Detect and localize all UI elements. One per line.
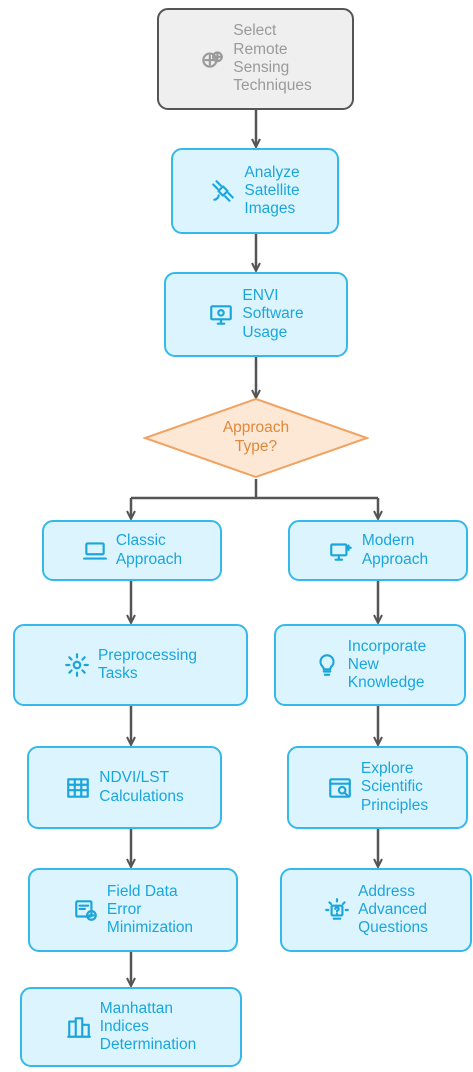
question-bulb-icon (324, 897, 350, 923)
node-label: ENVI Software Usage (242, 287, 304, 341)
gear-icon (64, 652, 90, 678)
table-icon (65, 775, 91, 801)
node-label: Analyze Satellite Images (244, 163, 300, 218)
node-label: Select Remote Sensing Techniques (233, 22, 312, 95)
node-label: Classic Approach (115, 532, 183, 568)
node-classic-approach: Classic Approach (42, 520, 222, 581)
city-buildings-icon (66, 1014, 92, 1040)
decision-approach-type: Approach Type? (143, 397, 369, 479)
decision-label: Approach Type? (222, 419, 290, 455)
node-manhattan-indices-determination: Manhattan Indices Determination (20, 987, 242, 1067)
node-field-data-error-minimization: Field Data Error Minimization (28, 868, 238, 952)
satellite-dish-icon (199, 46, 225, 72)
node-ndvi-lst-calculations: NDVI/LST Calculations (27, 746, 222, 829)
lightbulb-icon (314, 652, 340, 678)
robot-icon (328, 538, 354, 564)
laptop-icon (82, 538, 108, 564)
node-label: Field Data Error Minimization (106, 882, 194, 937)
node-label: Address Advanced Questions (358, 882, 428, 937)
data-error-icon (73, 897, 99, 923)
node-envi-software-usage: ENVI Software Usage (164, 272, 348, 357)
node-label: Modern Approach (361, 532, 429, 568)
node-label: Preprocessing Tasks (97, 646, 198, 682)
satellite-icon (210, 178, 236, 204)
node-preprocessing-tasks: Preprocessing Tasks (13, 624, 248, 706)
node-explore-scientific-principles: Explore Scientific Principles (287, 746, 468, 829)
node-incorporate-new-knowledge: Incorporate New Knowledge (274, 624, 466, 706)
node-label: Explore Scientific Principles (360, 760, 429, 814)
node-select-remote-sensing-techniques: Select Remote Sensing Techniques (157, 8, 354, 110)
node-label: NDVI/LST Calculations (99, 769, 184, 805)
monitor-icon (208, 302, 234, 328)
decision-diamond-shape (143, 397, 369, 479)
node-label: Incorporate New Knowledge (347, 637, 427, 692)
node-address-advanced-questions: Address Advanced Questions (280, 868, 472, 952)
node-modern-approach: Modern Approach (288, 520, 468, 581)
node-label: Manhattan Indices Determination (99, 999, 197, 1054)
search-window-icon (327, 775, 353, 801)
node-analyze-satellite-images: Analyze Satellite Images (171, 148, 339, 234)
